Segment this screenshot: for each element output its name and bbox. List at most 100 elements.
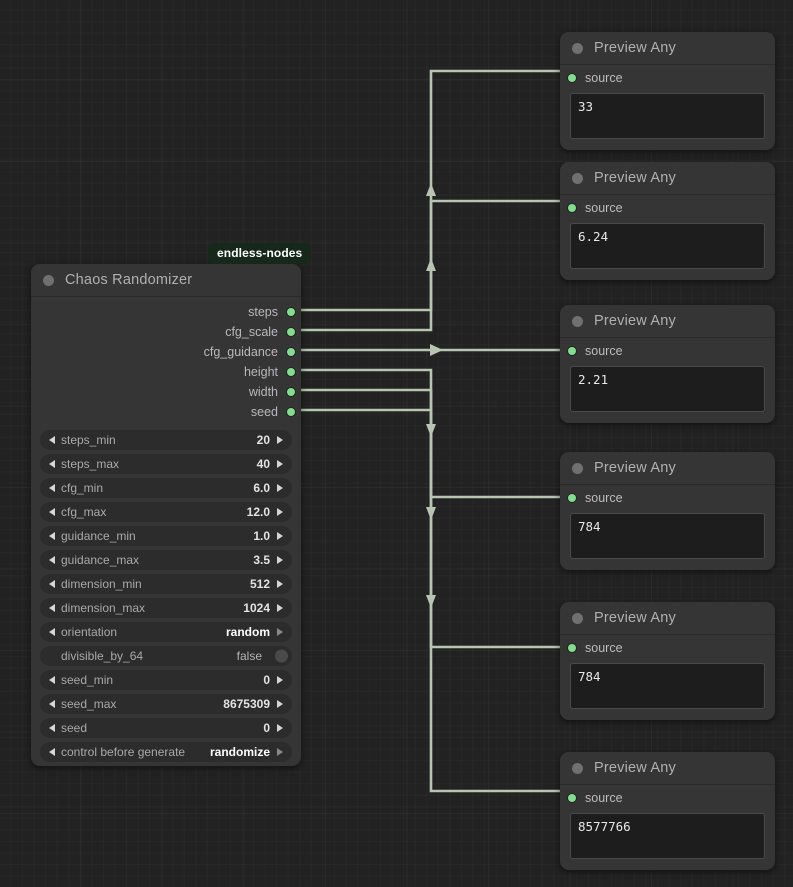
slot-dot-icon[interactable] bbox=[287, 328, 295, 336]
output-slot-cfg-scale[interactable]: cfg_scale bbox=[31, 322, 301, 342]
slot-dot-icon[interactable] bbox=[287, 388, 295, 396]
node-header[interactable]: Preview Any bbox=[560, 32, 775, 65]
toggle-knob-icon[interactable] bbox=[275, 649, 288, 663]
output-slot-width[interactable]: width bbox=[31, 382, 301, 402]
widget-value[interactable]: 512 bbox=[249, 577, 270, 591]
slot-dot-icon[interactable] bbox=[287, 368, 295, 376]
input-slot-source[interactable]: source bbox=[560, 65, 775, 91]
widget-value[interactable]: 12.0 bbox=[246, 505, 270, 519]
widget-decrement-arrow-icon[interactable] bbox=[49, 484, 55, 492]
collapse-dot-icon[interactable] bbox=[572, 315, 583, 327]
input-slot-source[interactable]: source bbox=[560, 338, 775, 364]
collapse-dot-icon[interactable] bbox=[572, 462, 583, 474]
output-slot-seed[interactable]: seed bbox=[31, 402, 301, 422]
widget-decrement-arrow-icon[interactable] bbox=[49, 748, 55, 756]
slot-dot-icon[interactable] bbox=[287, 308, 295, 316]
slot-dot-icon[interactable] bbox=[568, 74, 576, 82]
slot-dot-icon[interactable] bbox=[287, 348, 295, 356]
slot-dot-icon[interactable] bbox=[568, 794, 576, 802]
widget-increment-arrow-icon[interactable] bbox=[277, 676, 283, 684]
widget-decrement-arrow-icon[interactable] bbox=[49, 556, 55, 564]
collapse-dot-icon[interactable] bbox=[572, 42, 583, 54]
widget-increment-arrow-icon[interactable] bbox=[277, 460, 283, 468]
widget-decrement-arrow-icon[interactable] bbox=[49, 436, 55, 444]
widget-increment-arrow-icon[interactable] bbox=[277, 508, 283, 516]
widget-decrement-arrow-icon[interactable] bbox=[49, 580, 55, 588]
widget-increment-arrow-icon[interactable] bbox=[277, 532, 283, 540]
widget-decrement-arrow-icon[interactable] bbox=[49, 700, 55, 708]
slot-dot-icon[interactable] bbox=[568, 347, 576, 355]
widget-increment-arrow-icon[interactable] bbox=[277, 484, 283, 492]
node-header[interactable]: Preview Any bbox=[560, 602, 775, 635]
slot-dot-icon[interactable] bbox=[287, 408, 295, 416]
slot-dot-icon[interactable] bbox=[568, 494, 576, 502]
widget-decrement-arrow-icon[interactable] bbox=[49, 676, 55, 684]
widget-value[interactable]: false bbox=[236, 649, 262, 663]
widget-decrement-arrow-icon[interactable] bbox=[49, 628, 55, 636]
widget-decrement-arrow-icon[interactable] bbox=[49, 532, 55, 540]
widget-increment-arrow-icon[interactable] bbox=[277, 556, 283, 564]
widget-value[interactable]: 20 bbox=[256, 433, 270, 447]
widget-value[interactable]: 0 bbox=[263, 673, 270, 687]
widget-increment-arrow-icon[interactable] bbox=[277, 724, 283, 732]
input-slot-source[interactable]: source bbox=[560, 635, 775, 661]
widget-increment-arrow-icon[interactable] bbox=[277, 628, 283, 636]
widget-value[interactable]: 40 bbox=[256, 457, 270, 471]
input-slot-source[interactable]: source bbox=[560, 485, 775, 511]
widget-value[interactable]: 0 bbox=[263, 721, 270, 735]
node-header[interactable]: Preview Any bbox=[560, 452, 775, 485]
widget-decrement-arrow-icon[interactable] bbox=[49, 604, 55, 612]
widget-value[interactable]: 1024 bbox=[243, 601, 270, 615]
node-header[interactable]: Preview Any bbox=[560, 305, 775, 338]
node-header[interactable]: Chaos Randomizer bbox=[31, 264, 301, 297]
widget-value[interactable]: randomize bbox=[209, 745, 270, 759]
input-slot-source[interactable]: source bbox=[560, 785, 775, 811]
output-slot-steps[interactable]: steps bbox=[31, 302, 301, 322]
widget-increment-arrow-icon[interactable] bbox=[277, 580, 283, 588]
widget-increment-arrow-icon[interactable] bbox=[277, 700, 283, 708]
widget-value[interactable]: random bbox=[225, 625, 270, 639]
node-chaos-randomizer[interactable]: Chaos Randomizer steps cfg_scale cfg_gui… bbox=[31, 264, 301, 766]
widget-increment-arrow-icon[interactable] bbox=[277, 604, 283, 612]
input-slot-source[interactable]: source bbox=[560, 195, 775, 221]
widget-increment-arrow-icon[interactable] bbox=[277, 748, 283, 756]
collapse-dot-icon[interactable] bbox=[572, 762, 583, 774]
widget-value[interactable]: 8675309 bbox=[223, 697, 270, 711]
collapse-dot-icon[interactable] bbox=[572, 612, 583, 624]
widget-value[interactable]: 1.0 bbox=[253, 529, 270, 543]
widget-decrement-arrow-icon[interactable] bbox=[49, 508, 55, 516]
widget-increment-arrow-icon[interactable] bbox=[277, 436, 283, 444]
output-slot-cfg-guidance[interactable]: cfg_guidance bbox=[31, 342, 301, 362]
node-header[interactable]: Preview Any bbox=[560, 752, 775, 785]
slot-dot-icon[interactable] bbox=[568, 644, 576, 652]
node-header[interactable]: Preview Any bbox=[560, 162, 775, 195]
collapse-dot-icon[interactable] bbox=[43, 274, 54, 286]
widget-decrement-arrow-icon[interactable] bbox=[49, 724, 55, 732]
output-slot-height[interactable]: height bbox=[31, 362, 301, 382]
slot-dot-icon[interactable] bbox=[568, 204, 576, 212]
collapse-dot-icon[interactable] bbox=[572, 172, 583, 184]
widget-value[interactable]: 6.0 bbox=[253, 481, 270, 495]
widget-decrement-arrow-icon[interactable] bbox=[49, 460, 55, 468]
widget-value[interactable]: 3.5 bbox=[253, 553, 270, 567]
